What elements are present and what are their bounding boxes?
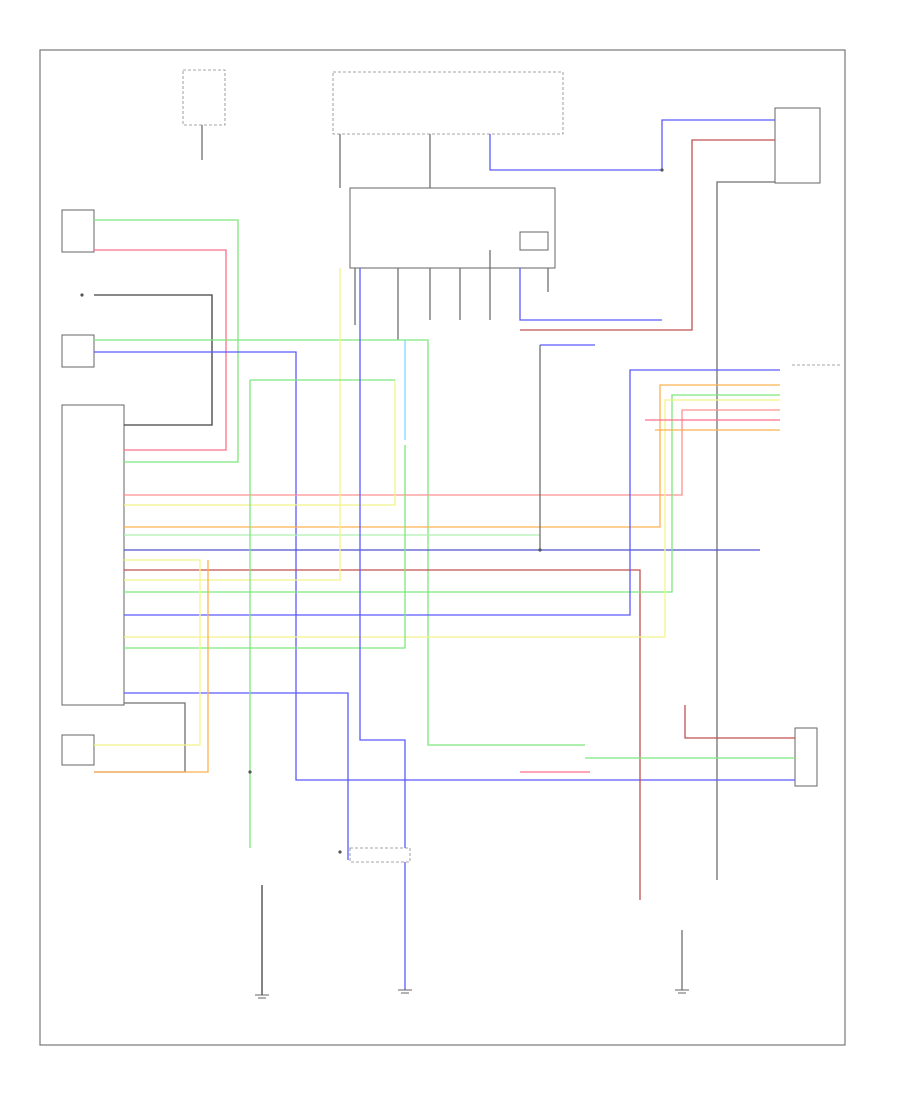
- ground-symbol-right: [675, 989, 689, 994]
- wire-switch-upper-red: [94, 219, 239, 463]
- wire-cu-6: [519, 268, 662, 321]
- fuse-box-left: [182, 69, 226, 126]
- diagram-border: [39, 49, 846, 1046]
- wire-switch-upper-black: [94, 294, 213, 426]
- right-bottom-module: [794, 727, 818, 787]
- wire-range-gray: [716, 181, 775, 880]
- wire-bus-darkred: [124, 569, 641, 900]
- wire-bus-green-4: [124, 445, 406, 649]
- wire-bus-yellow-3: [124, 399, 780, 638]
- junction-dot: [248, 770, 252, 774]
- sensor-left-mid: [61, 334, 95, 368]
- wire-blue-vertical-2: [359, 268, 406, 848]
- junctions: [80, 168, 664, 854]
- wire-main-bottom-1: [124, 692, 349, 860]
- switch-left-lower: [61, 734, 95, 766]
- wire-switch-lower-yellow: [94, 559, 201, 746]
- range-switch: [774, 107, 821, 184]
- control-unit-sub-box: [519, 231, 549, 251]
- grounds: [255, 989, 689, 999]
- ground-symbol-left: [255, 994, 269, 999]
- wire-switch-lower-orange: [94, 560, 209, 773]
- control-unit-top: [349, 187, 556, 269]
- wires: [94, 119, 795, 995]
- switch-left-upper: [61, 209, 95, 253]
- wire-switch-upper-green: [94, 249, 227, 451]
- wire-green-vertical: [249, 379, 395, 848]
- wire-bus-pink: [124, 409, 780, 496]
- main-control-unit: [61, 404, 125, 706]
- wire-bus-yellow-2: [124, 268, 341, 581]
- components: [61, 69, 842, 863]
- wire-range-red: [520, 139, 775, 331]
- wire-sensor-green: [94, 339, 585, 746]
- bottom-center-connector: [349, 847, 411, 863]
- junction-dot: [80, 293, 84, 297]
- fuse-box-center: [332, 71, 564, 135]
- ground-symbol-center: [398, 989, 412, 994]
- junction-dot: [538, 548, 542, 552]
- wire-bus-orange: [124, 384, 780, 528]
- wire-right-darkred: [684, 705, 795, 739]
- wire-bus-blue-3: [124, 369, 780, 616]
- wire-bus-green-3: [124, 394, 780, 593]
- junction-dot: [338, 850, 342, 854]
- wire-sensor-blue: [94, 351, 795, 781]
- wire-bus-yellow-1: [124, 380, 396, 506]
- wire-fuse-center-c: [489, 119, 775, 171]
- junction-dot: [660, 168, 664, 172]
- wire-main-bottom-2: [94, 702, 186, 773]
